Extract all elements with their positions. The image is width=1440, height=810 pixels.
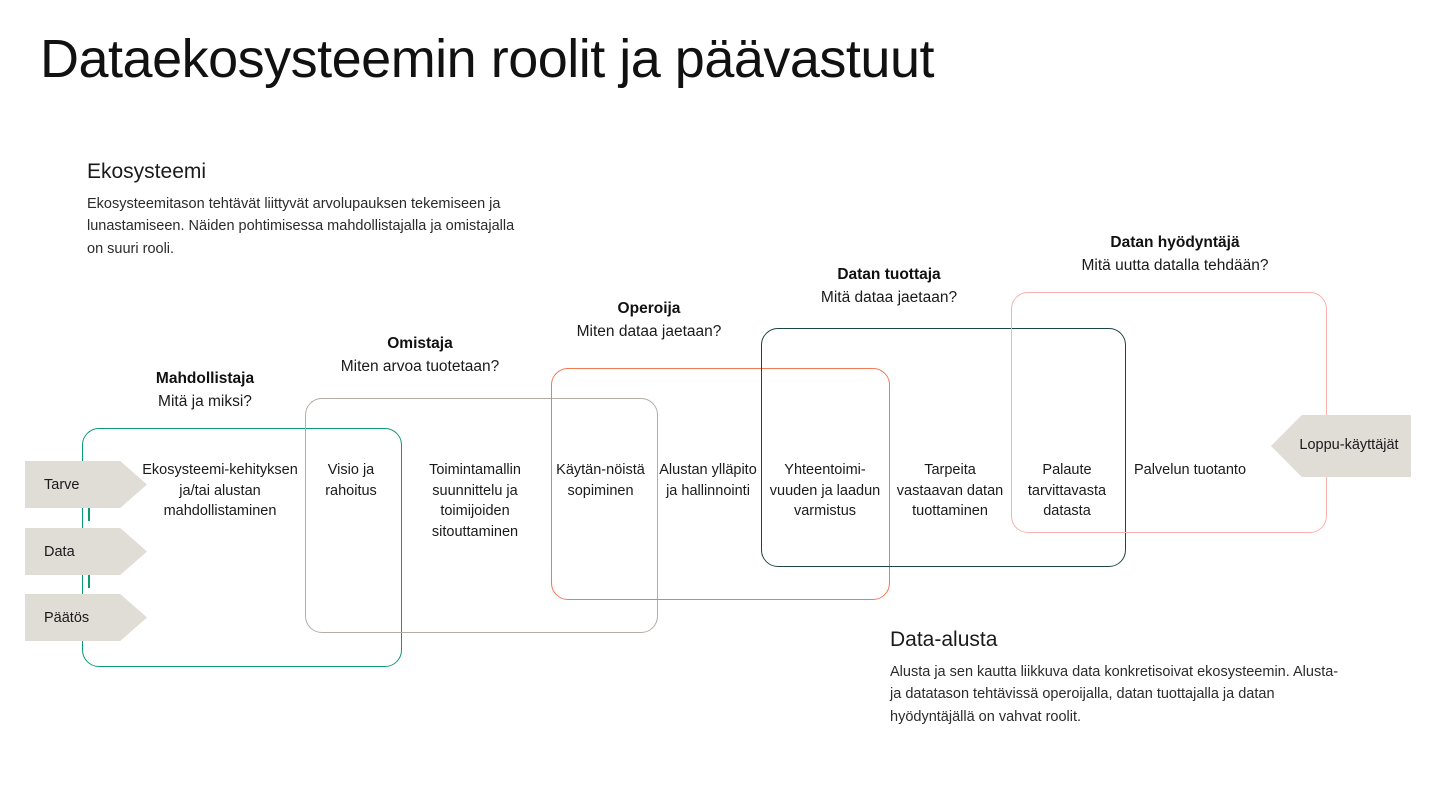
- role-name-omistaja: Omistaja: [387, 335, 453, 352]
- page-title: Dataekosysteemin roolit ja päävastuut: [40, 29, 935, 89]
- role-question-datan-tuottaja: Mitä dataa jaetaan?: [820, 289, 958, 306]
- role-name-datan-hyodyntaja: Datan hyödyntäjä: [1110, 234, 1240, 251]
- role-name-operoija: Operoija: [617, 300, 681, 317]
- note-ekosysteemi-body: Ekosysteemitason tehtävät liittyvät arvo…: [87, 196, 515, 257]
- role-question-datan-hyodyntaja: Mitä uutta datalla tehdään?: [1081, 257, 1269, 274]
- role-question-mahdollistaja: Mitä ja miksi?: [158, 393, 252, 410]
- input-chip-tarve[interactable]: Tarve: [25, 461, 147, 508]
- role-box-datan-hyodyntaja: [1011, 292, 1327, 533]
- input-chip-data[interactable]: Data: [25, 528, 147, 575]
- role-question-operoija: Miten dataa jaetaan?: [576, 323, 722, 340]
- role-label-omistaja: Omistaja Miten arvoa tuotetaan?: [310, 335, 530, 376]
- role-label-mahdollistaja: Mahdollistaja Mitä ja miksi?: [95, 370, 315, 411]
- input-chip-data-label: Data: [44, 543, 75, 560]
- note-ekosysteemi-title: Ekosysteemi: [87, 160, 207, 183]
- role-name-mahdollistaja: Mahdollistaja: [155, 370, 255, 387]
- role-label-operoija: Operoija Miten dataa jaetaan?: [539, 300, 759, 341]
- input-chip-tarve-label: Tarve: [44, 476, 80, 493]
- task-column-8: Palaute tarvittavasta datasta: [1027, 462, 1107, 520]
- note-ekosysteemi: Ekosysteemi Ekosysteemitason tehtävät li…: [87, 160, 517, 260]
- output-chip-loppukayttajat-label: Loppu-käyttäjät: [1299, 437, 1399, 454]
- task-column-9: Palvelun tuotanto: [1133, 462, 1247, 478]
- task-column-6: Yhteentoimi-vuuden ja laadun varmistus: [769, 462, 881, 520]
- role-box-operoija: [551, 368, 890, 600]
- input-chip-paatos[interactable]: Päätös: [25, 594, 147, 641]
- chip-connector-2: [88, 575, 90, 588]
- task-column-2: Visio ja rahoitus: [325, 462, 377, 499]
- output-chip-loppukayttajat[interactable]: Loppu-käyttäjät: [1271, 415, 1411, 477]
- task-column-4: Käytän-nöistä sopiminen: [556, 462, 645, 499]
- task-column-1: Ekosysteemi-kehityksen ja/tai alustan ma…: [142, 462, 298, 520]
- note-data-alusta: Data-alusta Alusta ja sen kautta liikkuv…: [890, 628, 1340, 728]
- role-box-omistaja: [305, 398, 658, 633]
- role-label-datan-tuottaja: Datan tuottaja Mitä dataa jaetaan?: [779, 266, 999, 307]
- role-label-datan-hyodyntaja: Datan hyödyntäjä Mitä uutta datalla tehd…: [1055, 234, 1295, 275]
- task-column-7: Tarpeita vastaavan datan tuottaminen: [896, 462, 1004, 520]
- role-box-datan-tuottaja: [761, 328, 1126, 567]
- note-data-alusta-body: Alusta ja sen kautta liikkuva data konkr…: [890, 664, 1339, 725]
- task-column-3: Toimintamallin suunnittelu ja toimijoide…: [429, 462, 521, 540]
- role-question-omistaja: Miten arvoa tuotetaan?: [340, 358, 500, 375]
- role-name-datan-tuottaja: Datan tuottaja: [837, 266, 941, 283]
- chip-connector-1: [88, 508, 90, 521]
- input-chip-paatos-label: Päätös: [44, 609, 90, 626]
- note-data-alusta-title: Data-alusta: [890, 628, 998, 651]
- task-column-5: Alustan ylläpito ja hallinnointi: [659, 462, 757, 499]
